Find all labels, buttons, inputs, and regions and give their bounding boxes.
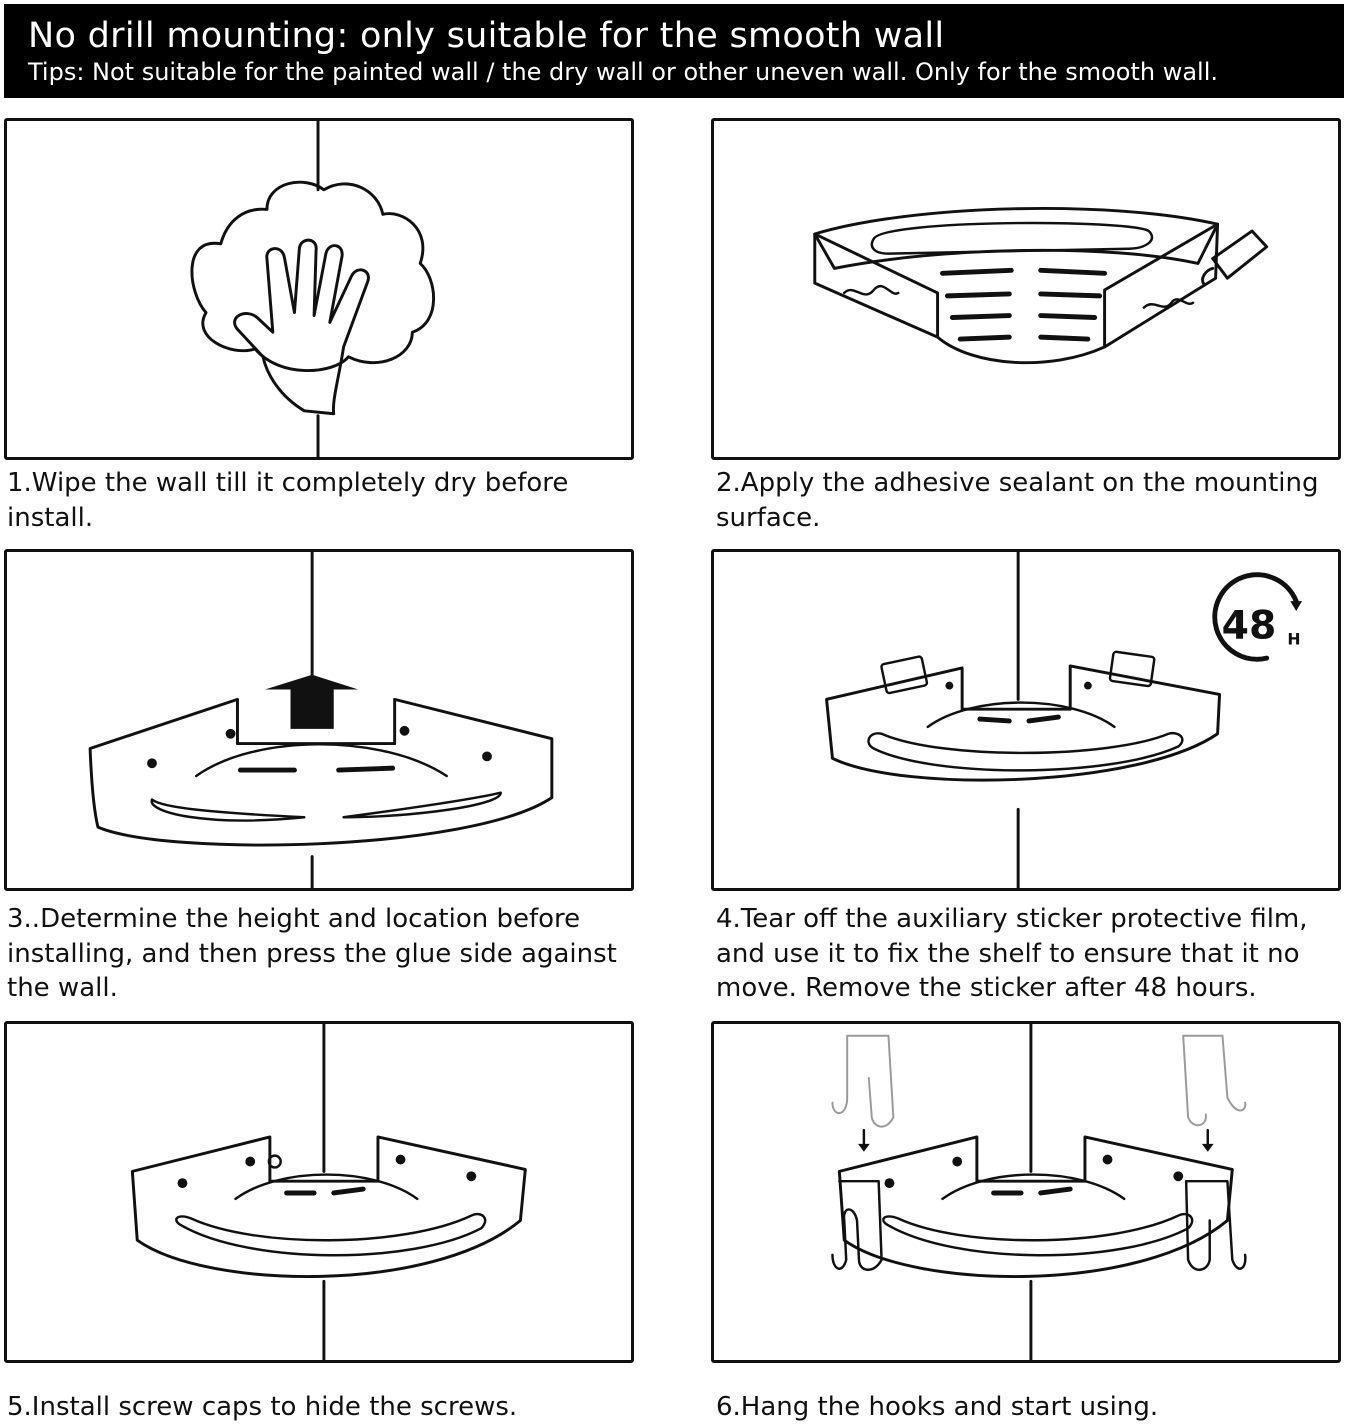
timer-hours-number: 48 — [1222, 603, 1277, 648]
step-4-caption: 4.Tear off the auxiliary sticker protect… — [716, 904, 1308, 1003]
step-1-illustration — [4, 118, 634, 460]
timer-hours-unit: H — [1287, 629, 1300, 648]
screw-cap-icon — [130, 1024, 527, 1360]
step-1-caption: 1.Wipe the wall till it completely dry b… — [7, 468, 569, 533]
header-title: No drill mounting: only suitable for the… — [28, 16, 945, 56]
step-2-caption: 2.Apply the adhesive sealant on the moun… — [716, 468, 1319, 533]
step-5-illustration — [4, 1021, 634, 1363]
step-4-illustration: 48 H — [711, 549, 1341, 891]
step-2-illustration — [711, 118, 1341, 460]
step-3-caption: 3..Determine the height and location bef… — [7, 904, 617, 1003]
step-6-caption: 6.Hang the hooks and start using. — [716, 1392, 1159, 1422]
48h-timer-icon: 48 H — [1212, 572, 1303, 662]
hand-wiping-cloth-icon — [190, 121, 436, 457]
step-5-caption: 5.Install screw caps to hide the screws. — [7, 1392, 518, 1422]
press-arrow-icon — [88, 552, 554, 888]
adhesive-tube-icon — [813, 206, 1269, 365]
step-6-illustration — [711, 1021, 1341, 1363]
sticker-tape-icon: 48 H — [825, 552, 1303, 888]
header-tips: Tips: Not suitable for the painted wall … — [28, 58, 1219, 86]
header-banner: No drill mounting: only suitable for the… — [4, 4, 1344, 98]
hook-icon — [831, 1024, 1247, 1360]
step-3-illustration — [4, 549, 634, 891]
